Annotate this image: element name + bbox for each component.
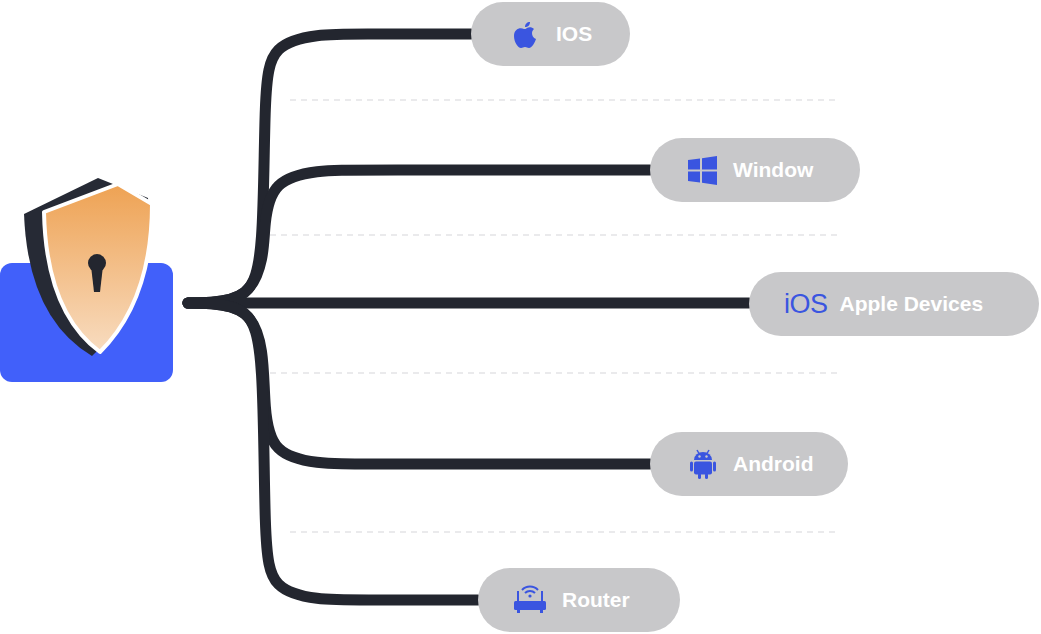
platform-label: Window <box>733 157 813 182</box>
platform-label: Router <box>562 587 630 612</box>
platform-label: Android <box>733 451 813 476</box>
security-shield <box>0 225 188 381</box>
platform-pill: IOS <box>471 2 630 66</box>
windows-icon <box>688 156 717 185</box>
platform-pill: Router <box>478 568 680 632</box>
apple-icon <box>514 22 536 48</box>
platform-label: IOS <box>556 21 592 46</box>
android-icon <box>690 450 716 479</box>
branch-connector <box>188 303 478 600</box>
branch-connector <box>188 298 749 309</box>
os-logo-text: iOS <box>784 288 828 320</box>
platform-pill: iOS Apple Devices <box>749 272 1039 336</box>
platform-pill: Android <box>650 432 848 496</box>
branch-connector <box>188 170 650 303</box>
shield-illustration <box>0 178 173 382</box>
platform-label: Apple Devices <box>840 291 984 316</box>
router-icon <box>514 587 546 613</box>
platform-pill: Window <box>650 138 860 202</box>
